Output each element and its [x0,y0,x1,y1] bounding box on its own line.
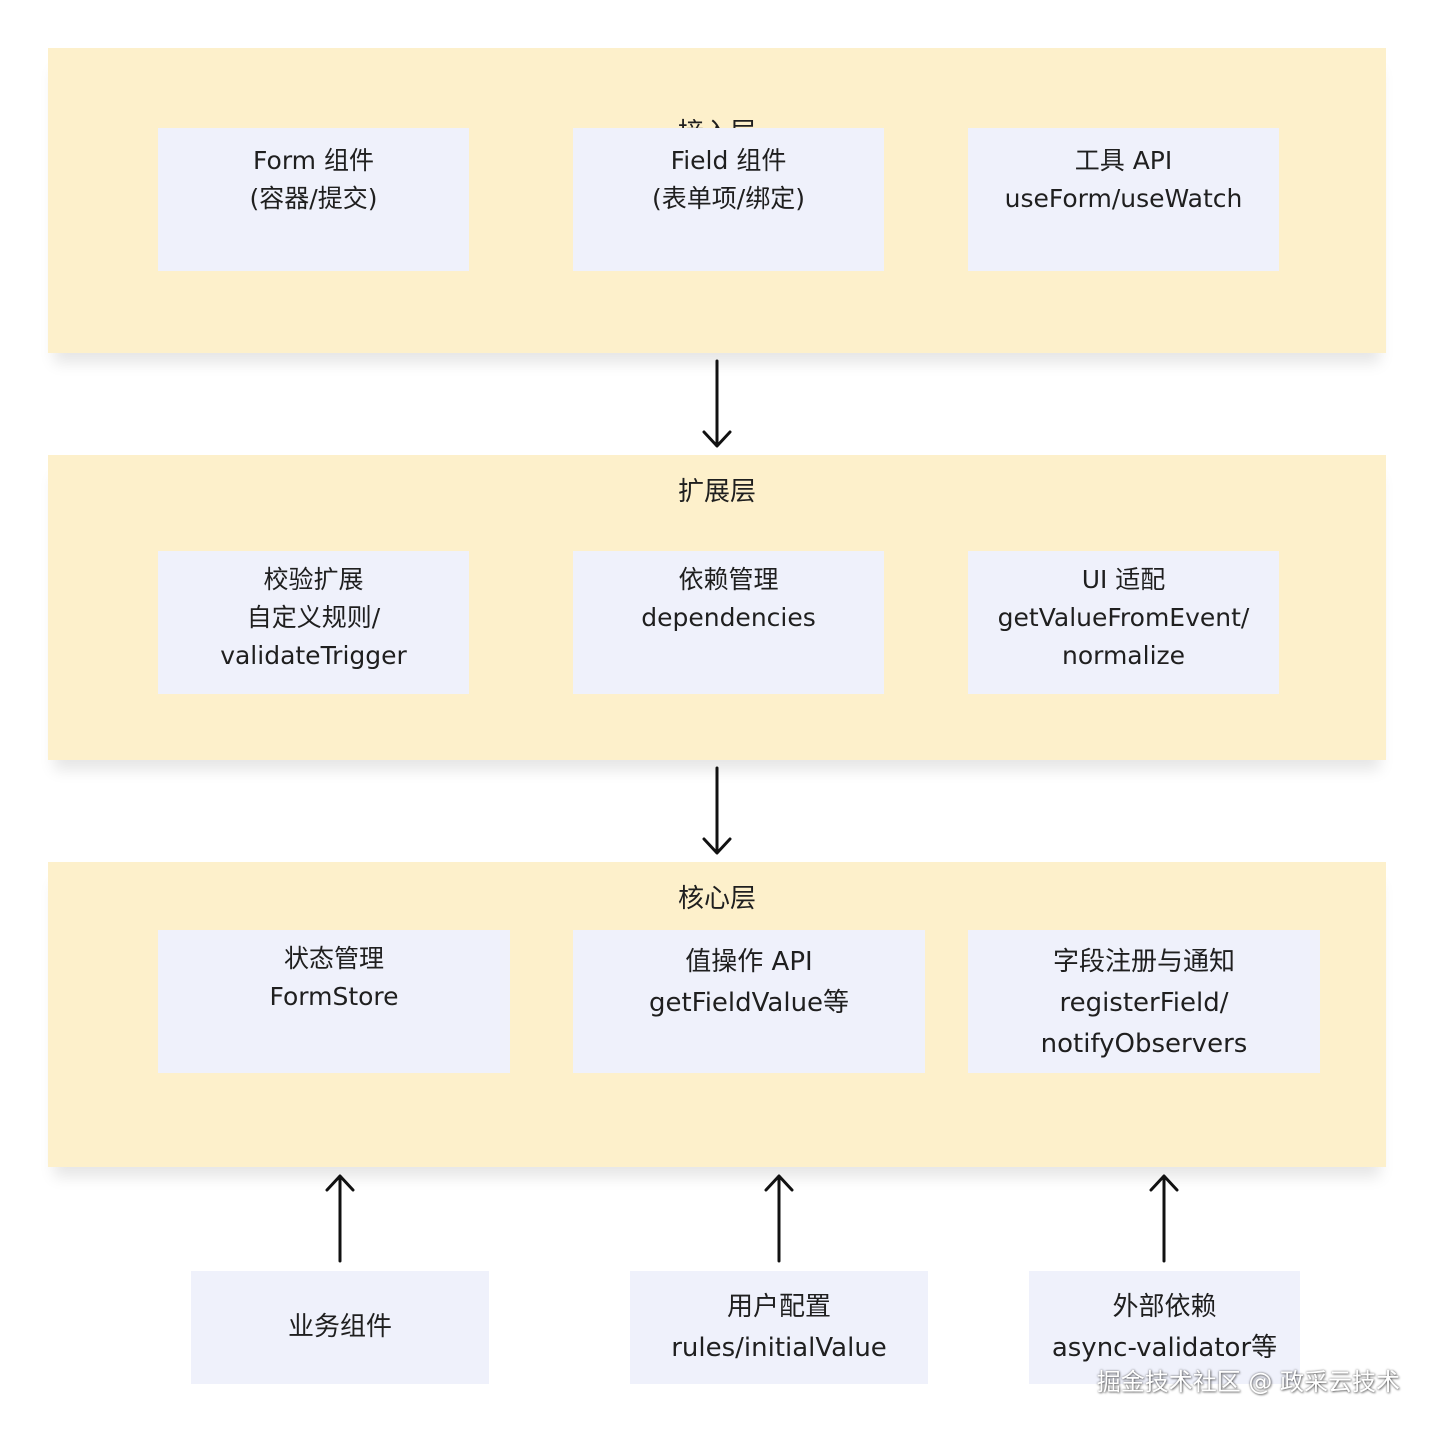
arrow-external-to-core [1149,1174,1179,1263]
value-api-box: 值操作 API getFieldValue等 [573,930,925,1073]
watermark-text: 掘金技术社区 @ 政采云技术 [1096,1368,1400,1396]
form-component-box: Form 组件 (容器/提交) [158,128,469,271]
box-line: 业务组件 [287,1312,392,1342]
box-line: (容器/提交) [249,184,378,213]
box-line: registerField/ [1059,988,1229,1018]
arrow-extension-to-core [702,766,732,855]
user-config-box: 用户配置 rules/initialValue [630,1271,928,1384]
box-line: getValueFromEvent/ [997,603,1250,632]
access-layer: 接入层 Form 组件 (容器/提交) Field 组件 (表单项/绑定) 工具… [48,48,1386,353]
box-line: normalize [1061,641,1186,670]
field-component-box: Field 组件 (表单项/绑定) [573,128,884,271]
extension-layer-title: 扩展层 [677,477,756,507]
box-line: UI 适配 [1081,565,1166,594]
dependency-management-box: 依赖管理 dependencies [573,551,884,694]
arrow-business-to-core [325,1174,355,1263]
box-line: async-validator等 [1051,1332,1278,1363]
tool-api-box: 工具 API useForm/useWatch [968,128,1279,271]
box-line: 校验扩展 [263,565,364,594]
field-registration-box: 字段注册与通知 registerField/ notifyObservers [968,930,1320,1073]
box-line: Form 组件 [253,146,374,175]
box-line: 工具 API [1074,146,1173,175]
box-line: 状态管理 [283,944,384,973]
extension-layer: 扩展层 校验扩展 自定义规则/ validateTrigger 依赖管理 dep… [48,455,1386,760]
core-layer-title: 核心层 [677,884,756,914]
box-line: 值操作 API [685,947,813,977]
box-line: (表单项/绑定) [652,184,805,213]
arrow-access-to-extension [702,359,732,448]
box-line: getFieldValue等 [648,988,850,1018]
state-management-box: 状态管理 FormStore [158,930,510,1073]
box-line: notifyObservers [1040,1029,1248,1059]
box-line: validateTrigger [220,641,407,670]
box-line: 自定义规则/ [246,603,381,632]
external-dependency-box: 外部依赖 async-validator等 [1029,1271,1300,1384]
business-component-box: 业务组件 [191,1271,489,1384]
validation-extension-box: 校验扩展 自定义规则/ validateTrigger [158,551,469,694]
box-line: FormStore [269,982,399,1011]
box-line: Field 组件 [670,146,787,175]
box-line: useForm/useWatch [1004,184,1243,213]
box-line: 依赖管理 [678,565,779,594]
core-layer: 核心层 状态管理 FormStore 值操作 API getFieldValue… [48,862,1386,1167]
box-line: 外部依赖 [1112,1291,1217,1322]
box-line: dependencies [641,603,816,632]
arrow-config-to-core [764,1174,794,1263]
box-line: rules/initialValue [671,1332,887,1363]
ui-adapter-box: UI 适配 getValueFromEvent/ normalize [968,551,1279,694]
box-line: 字段注册与通知 [1052,947,1235,977]
box-line: 用户配置 [726,1291,831,1322]
